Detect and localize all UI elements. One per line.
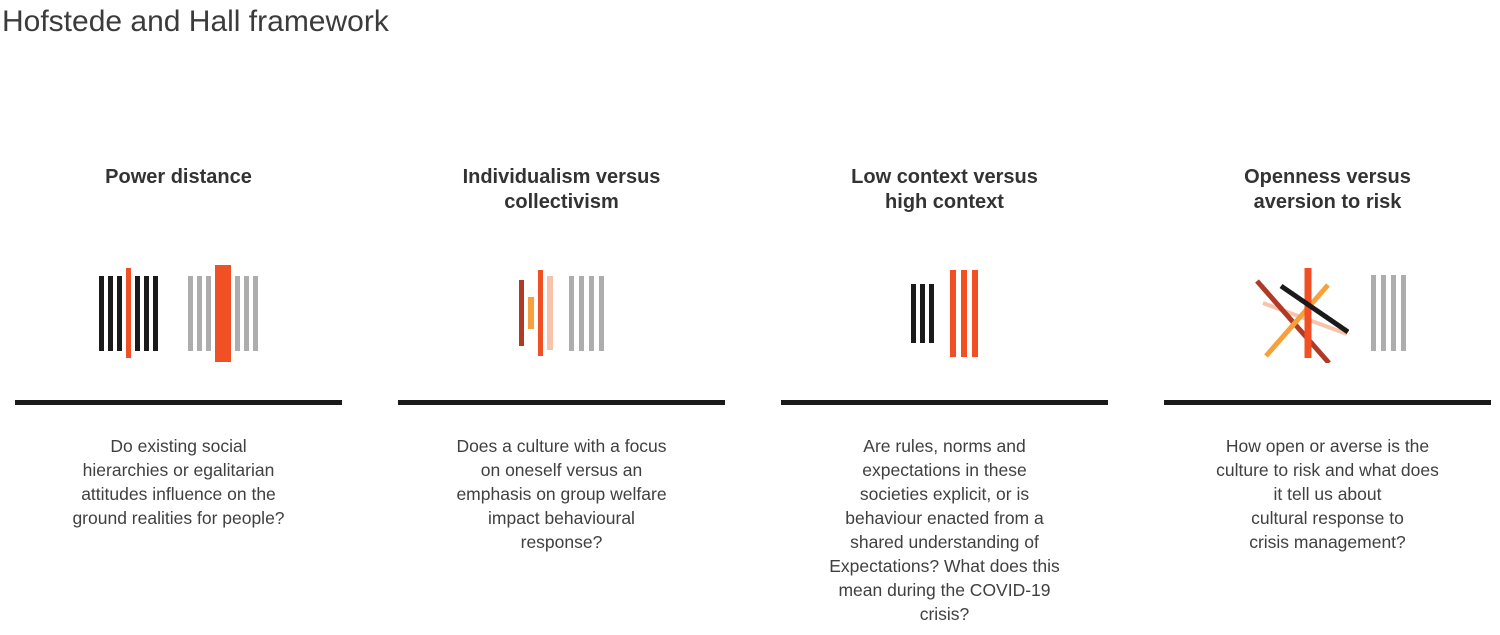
openness-risk-icon	[1164, 263, 1491, 363]
column-divider	[15, 400, 342, 405]
column-description: How open or averse is the culture to ris…	[1216, 436, 1439, 552]
framework-column-risk: Openness versus aversion to risk How ope…	[1164, 165, 1491, 626]
framework-column-power-distance: Power distance Do existing social hierar…	[15, 165, 342, 626]
individualism-collectivism-icon	[398, 263, 725, 363]
column-heading: Low context versus high context	[851, 166, 1038, 213]
framework-columns: Power distance Do existing social hierar…	[15, 165, 1500, 626]
page-title: Hofstede and Hall framework	[2, 5, 389, 38]
column-divider	[781, 400, 1108, 405]
low-high-context-icon	[781, 263, 1108, 363]
column-divider	[398, 400, 725, 405]
column-divider	[1164, 400, 1491, 405]
column-description: Are rules, norms and expectations in the…	[829, 436, 1060, 624]
column-heading: Individualism versus collectivism	[462, 166, 661, 213]
column-description: Does a culture with a focus on oneself v…	[456, 436, 667, 552]
framework-column-context: Low context versus high context Are rule…	[781, 165, 1108, 626]
power-distance-icon	[15, 263, 342, 363]
column-heading: Openness versus aversion to risk	[1244, 166, 1411, 213]
framework-column-individualism-collectivism: Individualism versus collectivism Does a…	[398, 165, 725, 626]
column-description: Do existing social hierarchies or egalit…	[72, 436, 285, 528]
column-heading: Power distance	[105, 166, 252, 188]
